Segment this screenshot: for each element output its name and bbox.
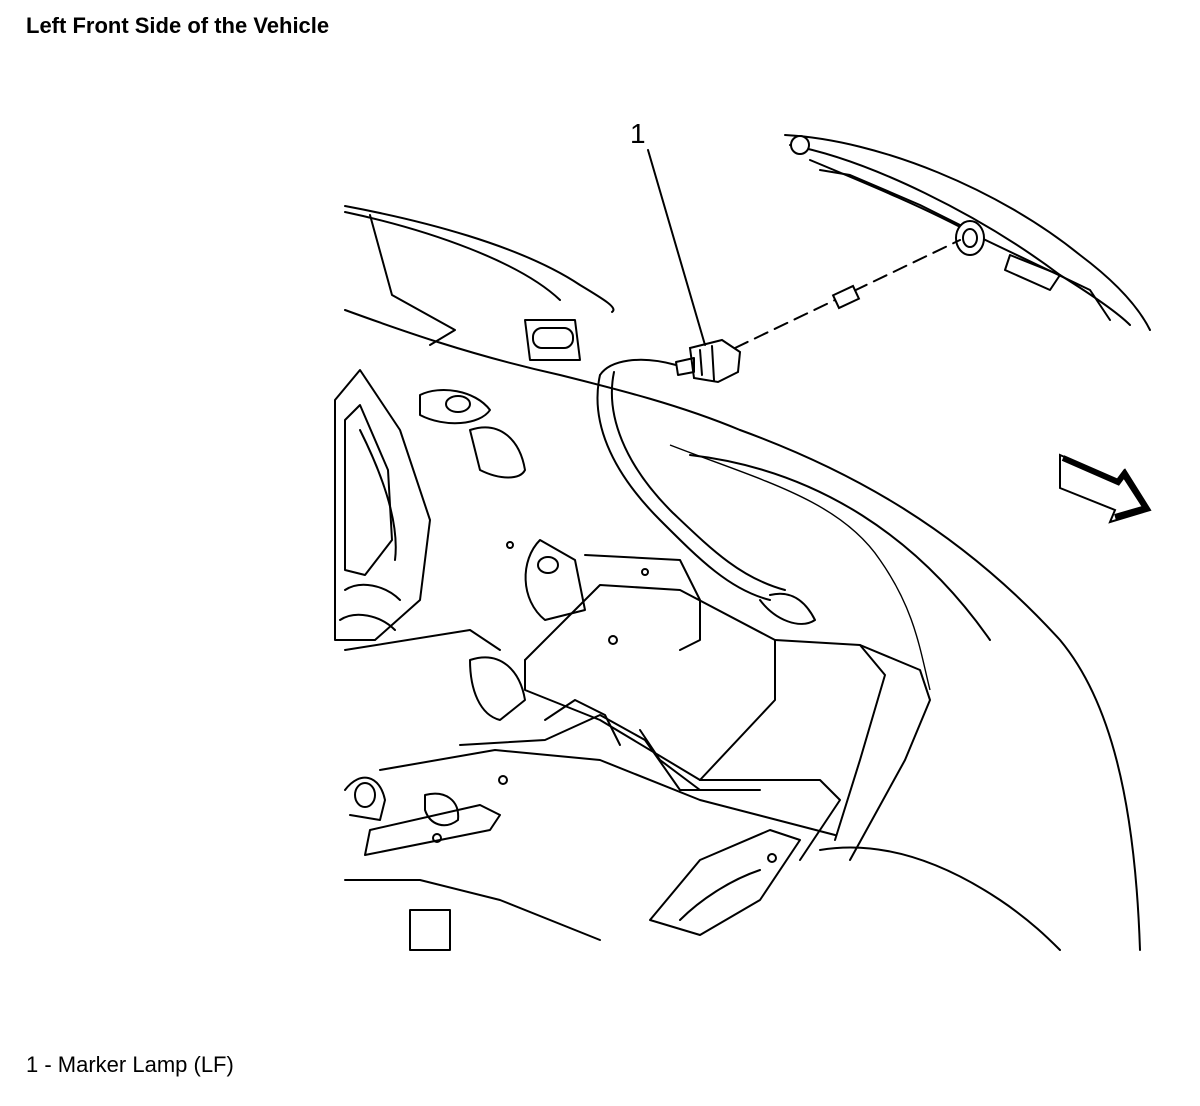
callout-1: 1 [630,118,646,149]
legend-item-1: 1 - Marker Lamp (LF) [26,1052,234,1077]
lower-bumper-area [344,749,1061,951]
page-title: Left Front Side of the Vehicle [26,13,330,38]
fender-outline [344,205,1141,951]
front-direction-arrow-icon [1059,453,1152,524]
left-lower-structure [339,583,526,721]
headlamp-bracket [334,319,581,641]
marker-lamp-housing [784,134,1151,331]
bulb-alignment [734,239,961,349]
wiring-harness [596,358,816,625]
marker-lamp-socket [647,149,742,384]
radiator-support [459,539,931,861]
